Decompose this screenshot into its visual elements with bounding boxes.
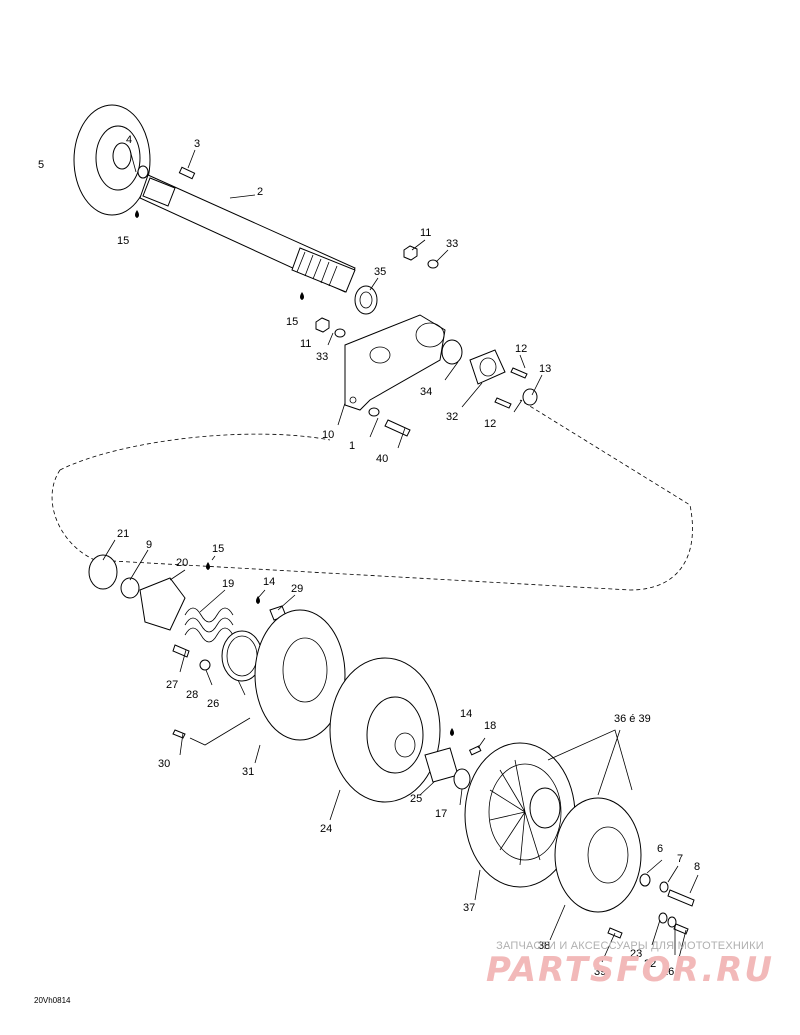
callout-27: 27 bbox=[166, 679, 178, 691]
callout-26: 26 bbox=[207, 698, 219, 710]
callout-14: 14 bbox=[460, 708, 472, 720]
grease-drop-icon bbox=[300, 292, 304, 300]
callout-15: 15 bbox=[212, 543, 224, 555]
callout-31: 31 bbox=[242, 766, 254, 778]
bolt-part-40 bbox=[384, 419, 411, 437]
washer-part-9 bbox=[120, 577, 140, 599]
circlip-part-21 bbox=[88, 554, 118, 590]
washer-part-17 bbox=[453, 768, 471, 790]
callout-14: 14 bbox=[263, 576, 275, 588]
callout-8: 8 bbox=[694, 861, 700, 873]
bolt-part-16 bbox=[673, 923, 689, 935]
spacer-part-13 bbox=[522, 388, 538, 406]
watermark-tagline: ЗАПЧАСТИ И АКСЕССУАРЫ ДЛЯ МОТОТЕХНИКИ bbox=[496, 940, 764, 952]
key-part-18 bbox=[468, 745, 482, 756]
diagram-code: 20Vh0814 bbox=[34, 996, 71, 1005]
nut-part-11-lower bbox=[315, 317, 330, 333]
bearing-housing-part-32 bbox=[469, 349, 506, 385]
callout-33: 33 bbox=[446, 238, 458, 250]
washer-part-1 bbox=[368, 407, 380, 417]
sheave-part-24 bbox=[329, 657, 441, 803]
grease-drop-icon bbox=[256, 596, 260, 604]
callout-4: 4 bbox=[126, 134, 132, 146]
key-part-3 bbox=[178, 166, 196, 180]
callout-24: 24 bbox=[320, 823, 332, 835]
grease-drop-icon bbox=[450, 728, 454, 736]
washer-part-4 bbox=[137, 165, 149, 179]
callout-3: 3 bbox=[194, 138, 200, 150]
watermark: ЗАПЧАСТИ И АКСЕССУАРЫ ДЛЯ МОТОТЕХНИКИ PA… bbox=[480, 940, 780, 988]
washer-part-28 bbox=[199, 659, 211, 671]
bolt-part-12-lower bbox=[494, 397, 512, 409]
shaft-part-2 bbox=[139, 174, 356, 293]
callout-21: 21 bbox=[117, 528, 129, 540]
callout-32: 32 bbox=[446, 411, 458, 423]
callout-20: 20 bbox=[176, 557, 188, 569]
grease-drop-icon bbox=[135, 210, 139, 218]
callout-38: 38 bbox=[538, 940, 550, 952]
callout-6: 6 bbox=[657, 843, 663, 855]
callout-35: 35 bbox=[374, 266, 386, 278]
washer-part-23 bbox=[658, 912, 668, 924]
callout-22: 22 bbox=[644, 958, 656, 970]
callout-23: 23 bbox=[630, 948, 642, 960]
grease-drop-icon bbox=[206, 562, 210, 570]
callout-29: 29 bbox=[291, 583, 303, 595]
callout-25: 25 bbox=[410, 793, 422, 805]
callout-10: 10 bbox=[322, 429, 334, 441]
callout-2: 2 bbox=[257, 186, 263, 198]
callout-5: 5 bbox=[38, 159, 44, 171]
screw-part-30 bbox=[172, 729, 186, 739]
callout-28: 28 bbox=[186, 689, 198, 701]
callout-39: 39 bbox=[594, 966, 606, 978]
callout-15: 15 bbox=[286, 316, 298, 328]
callout-13: 13 bbox=[539, 363, 551, 375]
callout-18: 18 bbox=[484, 720, 496, 732]
callout-17: 17 bbox=[435, 808, 447, 820]
spring-part-19 bbox=[184, 607, 234, 643]
bolt-part-8 bbox=[667, 889, 695, 907]
watermark-logo: PARTSFOR.RU bbox=[485, 950, 775, 990]
washer-part-33-lower bbox=[334, 328, 346, 338]
callout-19: 19 bbox=[222, 578, 234, 590]
callout-11: 11 bbox=[420, 227, 431, 239]
pulley-half-part-5 bbox=[73, 104, 151, 216]
callout-40: 40 bbox=[376, 453, 388, 465]
slider-part-20 bbox=[139, 577, 186, 631]
callout-12: 12 bbox=[515, 343, 527, 355]
callout-7: 7 bbox=[677, 853, 683, 865]
bolt-part-12-upper bbox=[510, 367, 528, 379]
sheave-part-37 bbox=[464, 742, 576, 888]
seal-part-35 bbox=[354, 285, 378, 315]
washer-part-33-upper bbox=[427, 259, 439, 269]
callout-9: 9 bbox=[146, 539, 152, 551]
bracket-part-10 bbox=[344, 314, 446, 411]
washer-part-22 bbox=[667, 916, 677, 928]
callout-36-39: 36 é 39 bbox=[614, 713, 651, 725]
bushing-part-25 bbox=[424, 747, 459, 783]
callout-30: 30 bbox=[158, 758, 170, 770]
bearing-part-34 bbox=[441, 339, 463, 365]
cover-part-38 bbox=[554, 797, 642, 913]
callout-16: 16 bbox=[662, 966, 674, 978]
bolt-part-27 bbox=[172, 644, 190, 658]
callout-15: 15 bbox=[117, 235, 129, 247]
callout-12: 12 bbox=[484, 418, 496, 430]
plate-part-31 bbox=[254, 609, 346, 741]
washer-part-7 bbox=[659, 881, 669, 893]
callout-33: 33 bbox=[316, 351, 328, 363]
callout-1: 1 bbox=[349, 440, 355, 452]
drive-belt-outline bbox=[51, 399, 693, 591]
callout-11: 11 bbox=[300, 338, 311, 350]
washer-part-6 bbox=[639, 873, 651, 887]
callout-37: 37 bbox=[463, 902, 475, 914]
nut-part-11-upper bbox=[403, 245, 418, 261]
callout-34: 34 bbox=[420, 386, 432, 398]
